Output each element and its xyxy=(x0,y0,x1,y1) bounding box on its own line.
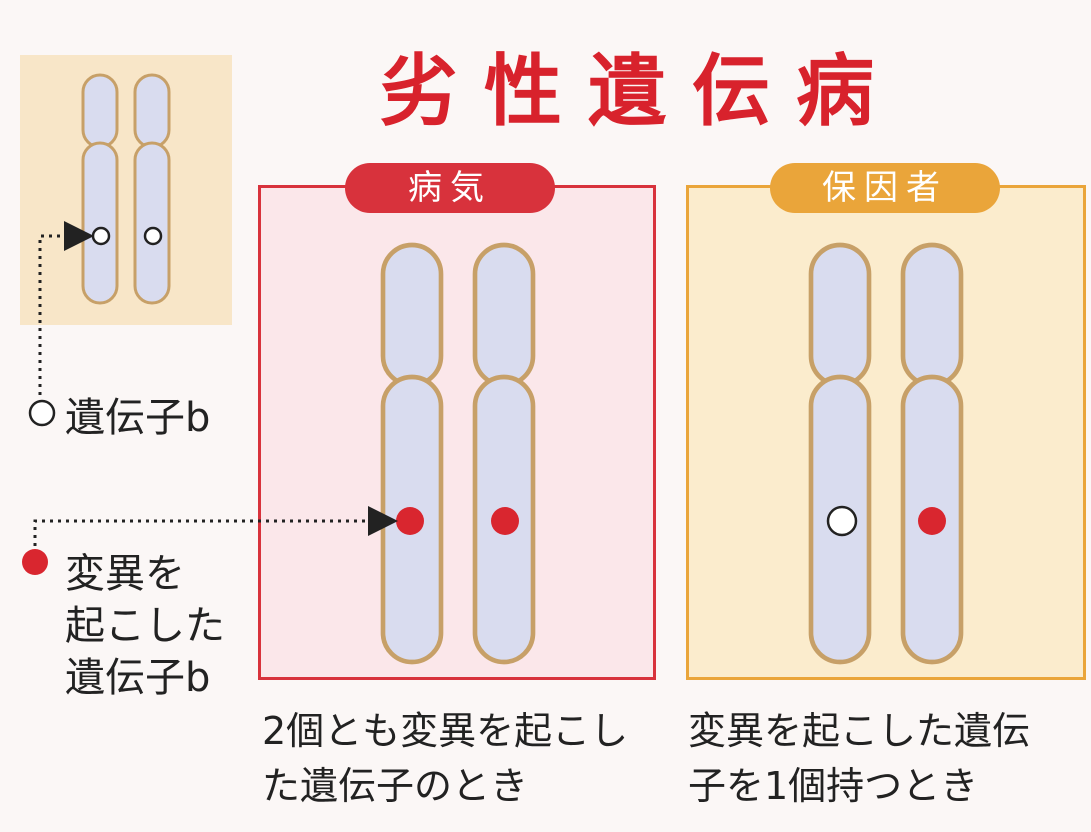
disease-caption-line-1: 2個とも変異を起こし xyxy=(262,709,629,753)
page-title: 劣性遺伝病 xyxy=(380,47,901,137)
legend-mutant-gene-label: 変異を 起こした 遺伝子b xyxy=(65,548,225,704)
legend-mutant-line-1: 変異を xyxy=(65,551,185,597)
legend-chromosome-right-short-arm xyxy=(133,73,171,149)
carrier-chromosome-left-short-arm xyxy=(808,242,872,388)
legend-mutant-line-2: 起こした xyxy=(65,603,225,649)
legend-chromosome-left-normal-gene-icon xyxy=(91,226,111,246)
carrier-caption-line-1: 変異を起こした遺伝 xyxy=(688,709,1031,753)
disease-chromosome-left xyxy=(380,242,444,665)
legend-chromosome-right xyxy=(133,73,171,305)
disease-caption-line-2: た遺伝子のとき xyxy=(262,764,529,808)
disease-chromosome-left-short-arm xyxy=(380,242,444,388)
carrier-tag: 保因者 xyxy=(770,163,1000,213)
carrier-caption-line-2: 子を1個持つとき xyxy=(688,764,979,808)
mutant-gene-pointer-arrow xyxy=(33,506,398,546)
carrier-chromosome-right xyxy=(900,242,964,665)
legend-chromosome-left-long-arm xyxy=(81,141,119,305)
legend-mutant-line-3: 遺伝子b xyxy=(65,655,211,701)
disease-tag: 病気 xyxy=(345,163,555,213)
legend-normal-gene-label: 遺伝子b xyxy=(65,395,211,441)
carrier-chromosome-right-short-arm xyxy=(900,242,964,388)
legend-chromosome-right-normal-gene-icon xyxy=(143,226,163,246)
legend-inset-panel xyxy=(20,55,232,325)
legend-chromosome-left-short-arm xyxy=(81,73,119,149)
legend-chromosome-left xyxy=(81,73,119,305)
disease-chromosome-right-short-arm xyxy=(472,242,536,388)
carrier-right-mutant-gene-icon xyxy=(918,507,946,535)
disease-left-mutant-gene-icon xyxy=(396,507,424,535)
carrier-panel xyxy=(686,185,1086,680)
disease-chromosome-right xyxy=(472,242,536,665)
carrier-left-normal-gene-icon xyxy=(826,505,858,537)
disease-panel xyxy=(258,185,656,680)
normal-gene-pointer-arrow xyxy=(38,221,94,395)
legend-chromosome-right-long-arm xyxy=(133,141,171,305)
disease-right-mutant-gene-icon xyxy=(491,507,519,535)
legend-red-dot-icon xyxy=(22,549,48,575)
carrier-chromosome-left xyxy=(808,242,872,665)
legend-white-circle-icon xyxy=(28,399,56,427)
